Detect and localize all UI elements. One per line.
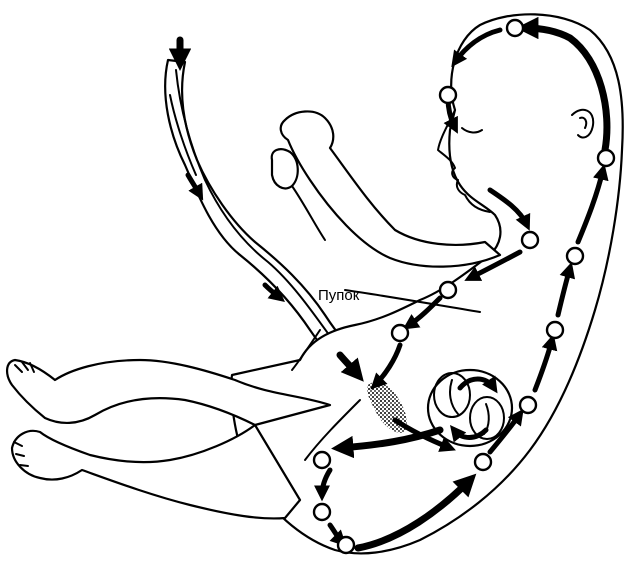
- circulation-node: [520, 397, 536, 413]
- circulation-node: [567, 248, 583, 264]
- circulation-node: [314, 452, 330, 468]
- circulation-node: [598, 150, 614, 166]
- circulation-node: [440, 282, 456, 298]
- circulation-node: [522, 232, 538, 248]
- navel-label: Пупок: [318, 287, 360, 304]
- circulation-node: [475, 454, 491, 470]
- circulation-node: [507, 20, 523, 36]
- circulation-node: [338, 537, 354, 553]
- circulation-node: [440, 87, 456, 103]
- circulation-node: [392, 325, 408, 341]
- circulation-node: [314, 504, 330, 520]
- circulation-node: [547, 322, 563, 338]
